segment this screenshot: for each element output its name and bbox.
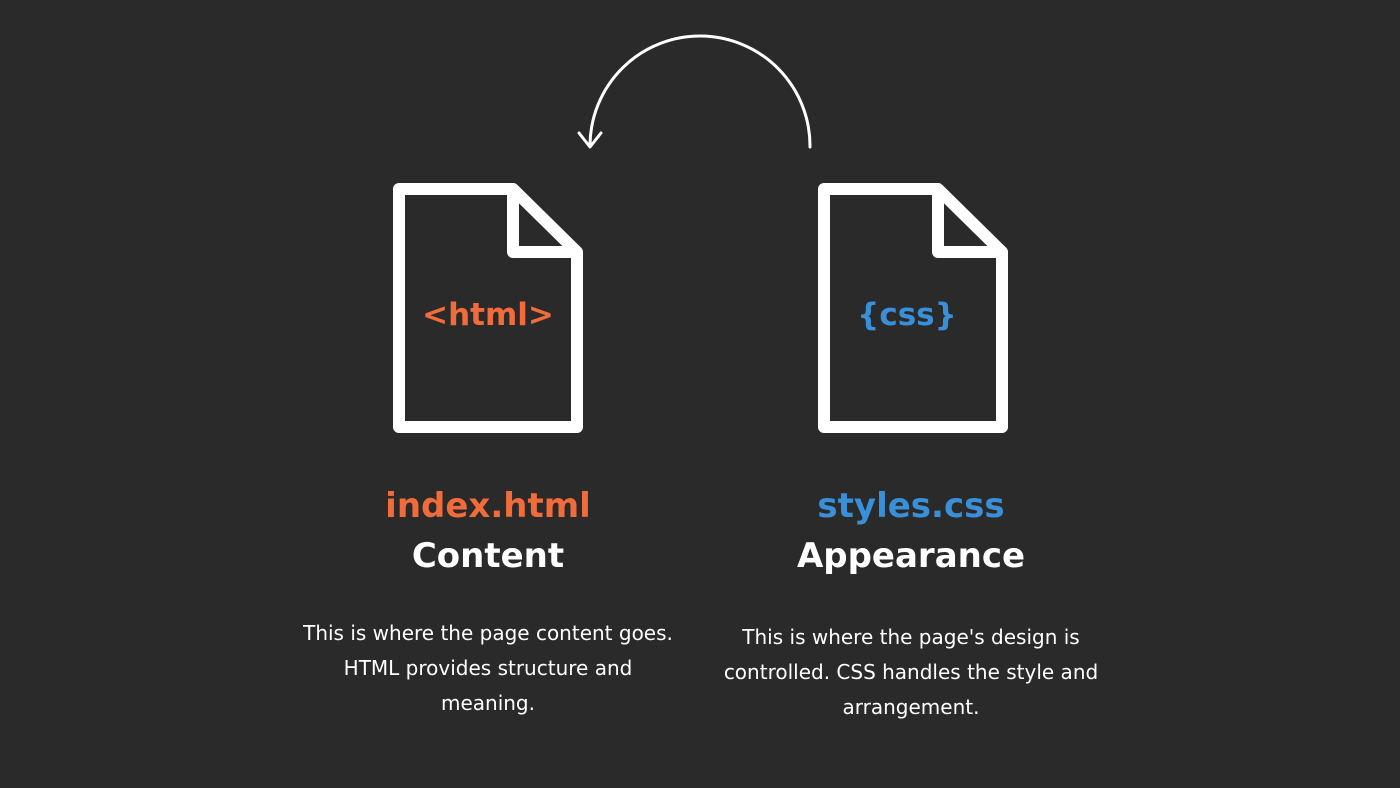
css-description: This is where the page's design is contr… — [723, 625, 1099, 719]
css-role-title: Appearance — [796, 536, 1026, 576]
css-file-icon — [818, 183, 1008, 433]
html-file-icon — [393, 183, 583, 433]
html-description: This is where the page content goes. HTM… — [303, 621, 673, 715]
css-tag-label: {css} — [857, 297, 957, 333]
html-tag-label: <html> — [422, 297, 554, 333]
css-filename: styles.css — [817, 486, 1005, 526]
html-role-title: Content — [411, 536, 565, 576]
html-filename: index.html — [385, 486, 591, 526]
arrow-arc — [588, 34, 812, 149]
arrow-head — [577, 131, 603, 149]
